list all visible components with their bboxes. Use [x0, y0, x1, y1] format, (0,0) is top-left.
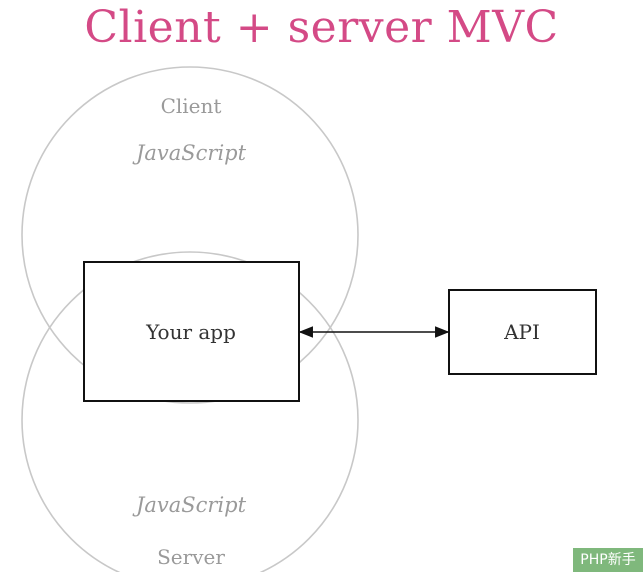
server-circle	[21, 251, 359, 572]
your-app-label: Your app	[145, 320, 236, 344]
client-language-label: JavaScript	[132, 141, 247, 165]
server-label: Server	[157, 545, 225, 569]
site-badge: PHP新手	[573, 548, 643, 572]
api-label: API	[503, 320, 540, 344]
client-circle	[21, 66, 359, 404]
server-language-label: JavaScript	[132, 493, 247, 517]
your-app-box	[83, 261, 300, 402]
api-box	[448, 289, 597, 375]
diagram-title: Client + server MVC	[84, 2, 559, 53]
client-label: Client	[161, 94, 222, 118]
